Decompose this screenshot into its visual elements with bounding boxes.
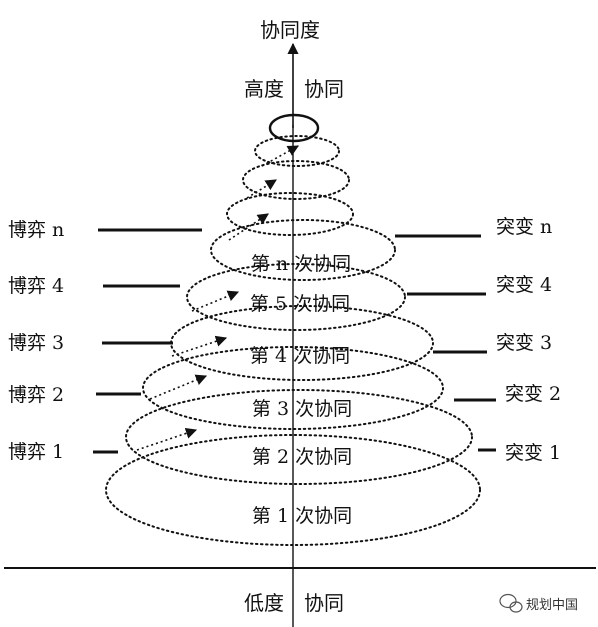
stage-label-3: 第 3 次协同 bbox=[252, 398, 352, 420]
stage-label-2: 第 2 次协同 bbox=[252, 446, 352, 468]
stage-label-4: 第 4 次协同 bbox=[250, 345, 350, 367]
stage-n-ellipse bbox=[210, 219, 396, 281]
game-label-4: 博弈 4 bbox=[8, 275, 64, 297]
spiral-arrow-6 bbox=[246, 179, 277, 199]
stage-2-ellipse bbox=[125, 389, 473, 485]
axis-title: 协同度 bbox=[260, 18, 320, 42]
spiral-arrow-1 bbox=[136, 427, 198, 451]
game-label-n: 博弈 n bbox=[8, 219, 64, 241]
spiral-arrow-7 bbox=[261, 145, 299, 167]
mutation-leaders bbox=[395, 234, 496, 452]
high-level-left: 高度 bbox=[244, 77, 284, 101]
ellipse-group bbox=[105, 135, 481, 546]
low-level-left: 低度 bbox=[244, 591, 284, 615]
stage-label-5: 第 5 次协同 bbox=[250, 293, 350, 315]
upper-ellipse-2 bbox=[242, 160, 350, 200]
wechat-icon bbox=[499, 593, 523, 613]
top-solid-ellipse bbox=[268, 113, 320, 143]
upper-ellipse-1 bbox=[226, 192, 354, 236]
game-label-3: 博弈 3 bbox=[8, 332, 64, 354]
mutation-label-n: 突变 n bbox=[496, 216, 552, 238]
spiral-arrow-2 bbox=[149, 374, 208, 400]
high-level-right: 协同 bbox=[304, 77, 344, 101]
watermark-text: 规划中国 bbox=[526, 598, 578, 613]
game-label-2: 博弈 2 bbox=[8, 384, 64, 406]
spiral-arrow-4 bbox=[191, 290, 240, 312]
game-label-1: 博弈 1 bbox=[8, 441, 64, 463]
stage-label-n: 第 n 次协同 bbox=[251, 253, 351, 275]
watermark: 规划中国 bbox=[499, 593, 578, 613]
stage-1-ellipse bbox=[105, 434, 481, 546]
mutation-label-2: 突变 2 bbox=[505, 383, 561, 405]
stage-5-ellipse bbox=[186, 263, 406, 331]
game-leaders bbox=[93, 228, 202, 454]
stage-3-ellipse bbox=[142, 346, 444, 430]
mutation-label-1: 突变 1 bbox=[505, 442, 561, 464]
spiral-arrows bbox=[136, 145, 299, 451]
upper-ellipse-3 bbox=[254, 135, 340, 167]
spiral-arrow-5 bbox=[228, 213, 269, 241]
low-level-right: 协同 bbox=[304, 591, 344, 615]
mutation-label-3: 突变 3 bbox=[496, 332, 552, 354]
mutation-label-4: 突变 4 bbox=[496, 274, 552, 296]
stage-label-1: 第 1 次协同 bbox=[252, 505, 352, 527]
